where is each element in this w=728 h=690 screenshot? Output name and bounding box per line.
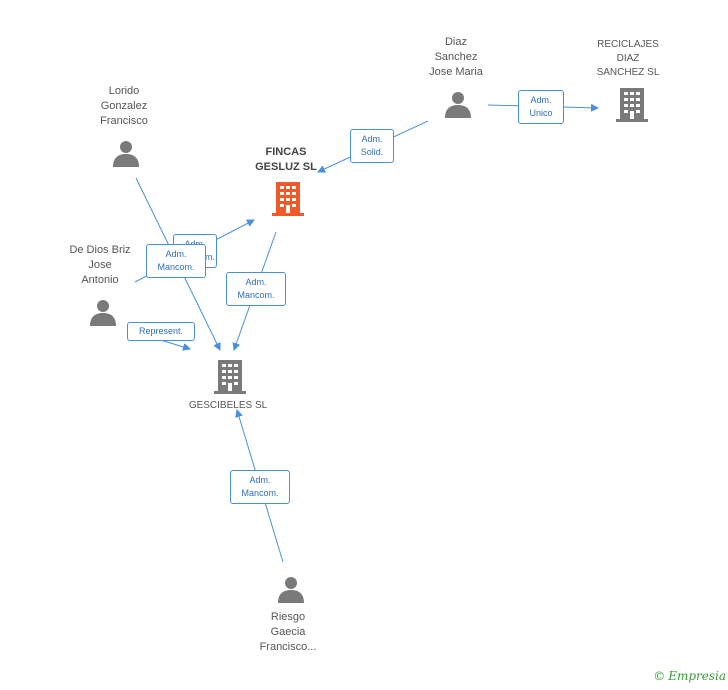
building-icon-gescibeles[interactable]: [214, 360, 246, 394]
edge-label-riesgo-gescibeles: Adm. Mancom.: [230, 470, 290, 504]
node-label-dios[interactable]: De Dios Briz Jose Antonio: [69, 244, 131, 286]
node-label-gescibeles[interactable]: GESCIBELES SL: [188, 400, 268, 411]
footer-brand[interactable]: ©Empresia: [653, 669, 726, 683]
building-icon-fincas[interactable]: [272, 182, 304, 216]
node-label-diaz[interactable]: Diaz Sanchez Jose Maria: [429, 36, 483, 78]
building-icon-reciclajes[interactable]: [616, 88, 648, 122]
person-icon-riesgo[interactable]: [277, 575, 305, 603]
edge-label-dios-gescibeles-represent: Represent.: [127, 322, 195, 341]
edge-label-dios-gescibeles-mancom: Adm. Mancom.: [146, 244, 206, 278]
node-label-lorido[interactable]: Lorido Gonzalez Francisco: [100, 85, 148, 127]
edge-label-fincas-gescibeles: Adm. Mancom.: [226, 272, 286, 306]
copyright-icon: ©: [653, 669, 666, 683]
node-label-fincas[interactable]: FINCAS GESLUZ SL: [255, 146, 317, 173]
person-icon-dios[interactable]: [89, 298, 117, 326]
person-icon-diaz[interactable]: [444, 90, 472, 118]
node-label-riesgo[interactable]: Riesgo Gaecia Francisco...: [259, 611, 317, 653]
brand-logo-text: Empresia: [668, 669, 726, 683]
edge-label-diaz-reciclajes: Adm. Unico: [518, 90, 564, 124]
edge-label-diaz-fincas: Adm. Solid.: [350, 129, 394, 163]
person-icon-lorido[interactable]: [112, 139, 140, 167]
node-label-reciclajes[interactable]: RECICLAJES DIAZ SANCHEZ SL: [596, 39, 660, 78]
